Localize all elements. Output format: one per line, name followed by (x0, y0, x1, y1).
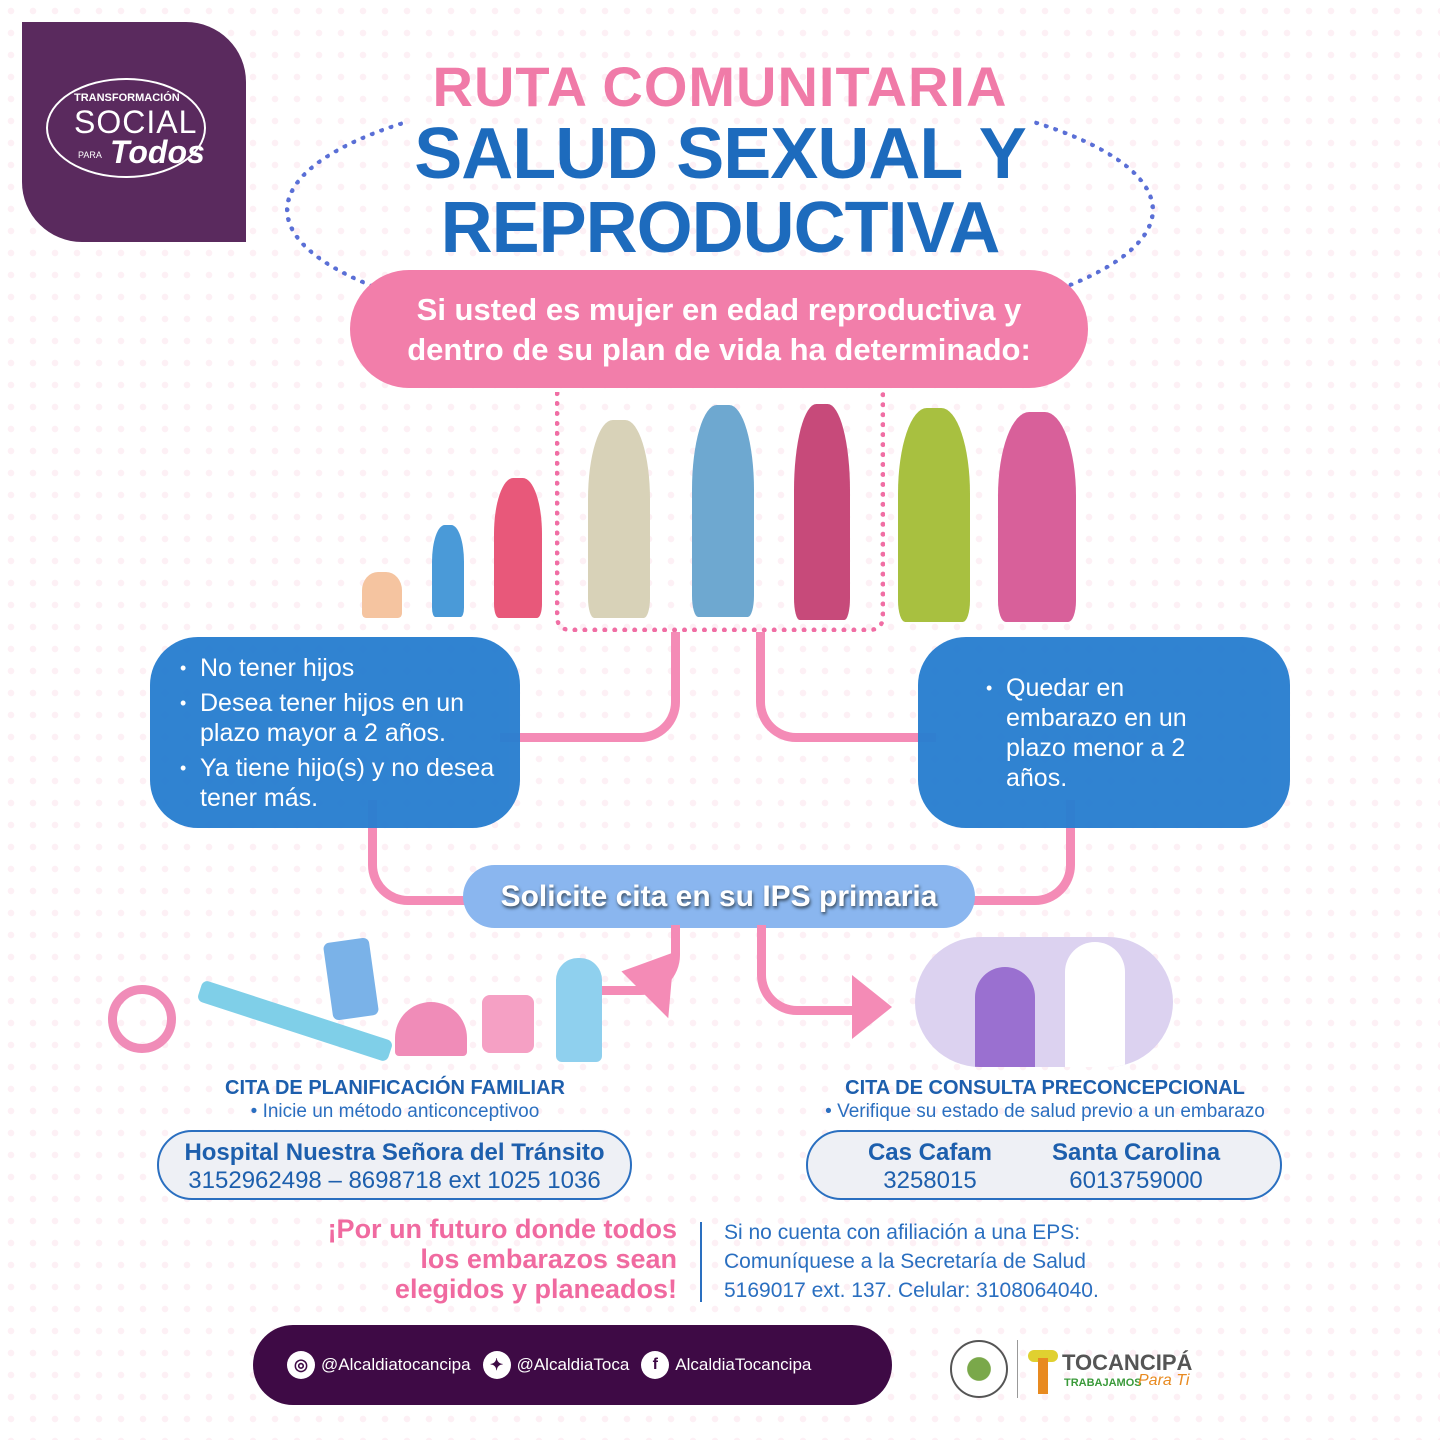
ips-pill: Solicite cita en su IPS primaria (463, 865, 975, 928)
divider (700, 1222, 702, 1302)
tocancipa-logo-mark (1028, 1340, 1058, 1395)
title-ruta: RUTA COMUNITARIA (432, 55, 1008, 118)
twitter-icon: ✦ (482, 1351, 511, 1379)
place-phone: 3258015 (883, 1167, 977, 1194)
preconcepcional-heading: CITA DE CONSULTA PRECONCEPCIONAL (845, 1077, 1245, 1099)
transformacion-social-logo: TRANSFORMACIÓN SOCIAL PARA Todos (22, 22, 246, 242)
preconcepcional-sub: • Verifique su estado de salud previo a … (825, 1101, 1265, 1122)
place-name: Cas Cafam (867, 1139, 992, 1166)
condom-icon (556, 958, 602, 1062)
logo-divider (1017, 1340, 1018, 1398)
title-reproductiva: REPRODUCTIVA (440, 188, 1001, 268)
option-item: No tener hijos (176, 653, 500, 683)
girl-figure (494, 478, 542, 618)
instagram-handle: @Alcaldiatocancipa (321, 1355, 471, 1374)
instagram-icon: ◎ (287, 1351, 315, 1379)
eps-line: Comuníquese a la Secretaría de Salud (724, 1250, 1086, 1273)
intro-pill: Si usted es mujer en edad reproductiva y… (350, 270, 1088, 388)
connector-right (756, 632, 936, 742)
facebook-link[interactable]: f AlcaldiaTocancipa (641, 1351, 811, 1379)
patch-icon (482, 995, 534, 1053)
social-footer: ◎ @Alcaldiatocancipa ✦ @AlcaldiaToca f Alca… (253, 1325, 892, 1405)
baby-figure (362, 572, 402, 618)
slogan-line: ¡Por un futuro donde todos (327, 1214, 677, 1244)
eps-line: Si no cuenta con afiliación a una EPS: (724, 1221, 1081, 1244)
place-phone: 6013759000 (1069, 1167, 1203, 1194)
brand-tagline: TRABAJAMOS (1064, 1377, 1142, 1389)
logo-text: TRANSFORMACIÓN (74, 92, 180, 104)
facebook-icon: f (641, 1351, 670, 1379)
toddler-figure (432, 525, 464, 617)
eps-info: Si no cuenta con afiliación a una EPS: C… (724, 1218, 1099, 1305)
title-salud: SALUD SEXUAL Y (414, 114, 1026, 194)
patient-figure (975, 967, 1035, 1067)
connector-left (500, 632, 680, 742)
intro-line: Si usted es mujer en edad reproductiva y (416, 292, 1022, 327)
eps-line: 5169017 ext. 137. Celular: 3108064040. (724, 1279, 1099, 1302)
doctor-figure (1065, 942, 1125, 1067)
option-item: Quedar en embarazo en un plazo menor a 2… (982, 673, 1210, 793)
logo-text: SOCIAL (74, 104, 198, 140)
diaphragm-icon (395, 1002, 467, 1056)
slogan: ¡Por un futuro donde todos los embarazos… (300, 1214, 677, 1304)
municipal-seal (950, 1340, 1008, 1398)
slogan-line: elegidos y planeados! (394, 1274, 677, 1304)
logo-text: Todos (110, 134, 205, 170)
hospital-phone: 3152962498 – 8698718 ext 1025 1036 (188, 1167, 601, 1194)
teen-figure (588, 420, 650, 618)
logo-arrow-ring (46, 78, 206, 178)
slogan-line: los embarazos sean (420, 1244, 677, 1274)
planificacion-heading: CITA DE PLANIFICACIÓN FAMILIAR (225, 1077, 565, 1099)
brand-tagline2: Para Ti (1138, 1372, 1190, 1389)
connector-right-down (960, 800, 1075, 905)
instagram-link[interactable]: ◎ @Alcaldiatocancipa (287, 1351, 471, 1379)
intro-line: dentro de su plan de vida ha determinado… (407, 332, 1031, 367)
place-name: Santa Carolina (1052, 1139, 1221, 1166)
hospital-name: Hospital Nuestra Señora del Tránsito (184, 1139, 605, 1166)
arrow-left-line (600, 925, 680, 995)
brand-name: TOCANCIPÁ (1062, 1350, 1193, 1375)
elderly-woman-figure (998, 412, 1076, 622)
reproductive-age-highlight (555, 392, 885, 632)
woman-figure (794, 404, 850, 620)
connector-left-down (368, 800, 478, 905)
arrow-right-line (757, 925, 857, 1015)
option-item: Desea tener hijos en un plazo mayor a 2 … (176, 688, 500, 748)
facebook-handle: AlcaldiaTocancipa (675, 1355, 812, 1374)
twitter-handle: @AlcaldiaToca (516, 1355, 630, 1374)
mature-woman-figure (898, 408, 970, 622)
left-option-box: No tener hijos Desea tener hijos en un p… (150, 637, 520, 828)
logo-text: PARA (78, 150, 102, 160)
hospital-info-box: Hospital Nuestra Señora del Tránsito 315… (157, 1130, 632, 1200)
right-option-box: Quedar en embarazo en un plazo menor a 2… (918, 637, 1290, 828)
ring-icon (108, 985, 176, 1053)
planificacion-sub: • Inicie un método anticonceptivoo (250, 1101, 540, 1122)
option-item: Ya tiene hijo(s) y no desea tener más. (176, 753, 500, 813)
arrow-right-head-icon (852, 975, 892, 1039)
doctor-consultation-illustration (915, 937, 1173, 1067)
twitter-link[interactable]: ✦ @AlcaldiaToca (482, 1351, 630, 1379)
young-woman-figure (692, 405, 754, 617)
